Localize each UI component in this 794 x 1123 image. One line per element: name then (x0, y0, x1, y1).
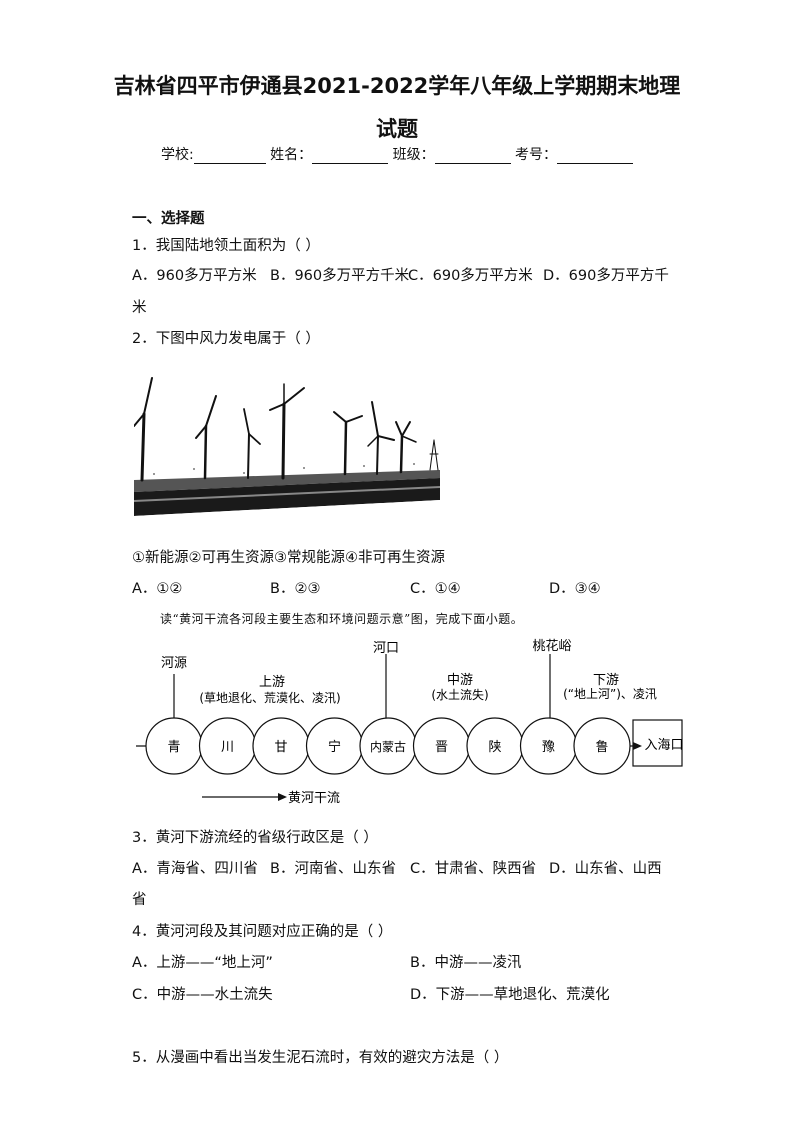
sea-arrow-head (633, 742, 642, 750)
province-label: 豫 (542, 740, 555, 755)
q2-option-b: B．②③ (270, 581, 321, 597)
province-label: 甘 (274, 740, 287, 755)
q4-option-a: A．上游——“地上河” (132, 955, 273, 971)
q3-option-d-wrap: 省 (132, 892, 147, 908)
province-circle (573, 717, 631, 775)
lower-reach-label: 下游 (593, 673, 619, 688)
class-blank[interactable] (434, 149, 511, 164)
name-label: 姓名： (270, 147, 313, 163)
exam-title-line1: 吉林省四平市伊通县2021-2022学年八年级上学期期末地理 (113, 74, 681, 98)
province-label: 陕 (488, 740, 501, 755)
q3-option-b: B．河南省、山东省 (270, 861, 396, 877)
q2-option-d: D．③④ (549, 581, 601, 597)
school-label: 学校: (160, 147, 194, 163)
class-label: 班级： (392, 147, 435, 163)
province-label: 宁 (328, 739, 341, 755)
q2-option-a: A．①② (132, 581, 183, 597)
q1-option-a: A．960多万平方米 (132, 268, 257, 284)
upper-reach-issues: (草地退化、荒漠化、凌汛) (199, 691, 340, 705)
legend-arrow-head (278, 793, 287, 801)
sea-label: 入海口 (644, 738, 683, 753)
province-label: 鲁 (595, 740, 608, 755)
province-label: 川 (221, 740, 234, 755)
q2-option-c: C．①④ (410, 581, 461, 597)
reading-note: 读“黄河干流各河段主要生态和环境问题示意”图，完成下面小题。 (160, 612, 524, 626)
province-label: 内蒙古 (370, 739, 406, 754)
upper-reach-label: 上游 (259, 675, 285, 690)
middle-reach-label: 中游 (447, 673, 473, 688)
school-blank[interactable] (193, 149, 266, 164)
wind-turbine-photo (134, 374, 440, 530)
exam-title-line2: 试题 (376, 117, 418, 141)
question-3-stem: 3．黄河下游流经的省级行政区是（ ） (132, 830, 378, 846)
q3-option-a: A．青海省、四川省 (132, 861, 258, 877)
q4-option-d: D．下游——草地退化、荒漠化 (410, 987, 610, 1003)
exam-number-label: 考号： (515, 147, 558, 163)
q3-option-c: C．甘肃省、陕西省 (410, 861, 537, 877)
q3-option-d: D．山东省、山西 (549, 861, 662, 877)
province-label: 晋 (435, 740, 448, 755)
section-heading: 一、选择题 (132, 211, 205, 227)
q1-option-d: D．690多万平方千 (543, 268, 669, 284)
lower-reach-issues: (“地上河”)、凌汛 (563, 687, 657, 701)
hekou-label: 河口 (373, 641, 399, 656)
middle-reach-issues: (水土流失) (431, 687, 488, 702)
source-label: 河源 (161, 656, 187, 671)
q4-option-b: B．中游——凌汛 (410, 955, 522, 971)
question-1-stem: 1．我国陆地领土面积为（ ） (132, 238, 320, 254)
question-4-stem: 4．黄河河段及其问题对应正确的是（ ） (132, 924, 393, 940)
q1-option-b: B．960多万平方千米 (270, 268, 410, 284)
exam-number-blank[interactable] (557, 149, 634, 164)
q1-option-c: C．690多万平方米 (408, 268, 533, 284)
question-2-stem: 2．下图中风力发电属于（ ） (132, 331, 320, 347)
province-label: 青 (167, 740, 180, 755)
yellow-river-diagram: 青 川 甘 宁 内蒙古 晋 陕 豫 鲁 河源 河口 桃花峪 上游 (草地退化、荒漠化、凌汛) 中… (136, 638, 684, 806)
question-5-stem: 5．从漫画中看出当发生泥石流时，有效的避灾方法是（ ） (132, 1050, 509, 1066)
legend-label: 黄河干流 (288, 791, 340, 806)
name-blank[interactable] (312, 149, 389, 164)
q2-choices-line: ①新能源②可再生资源③常规能源④非可再生资源 (132, 550, 445, 566)
q4-option-c: C．中游——水土流失 (132, 987, 273, 1003)
taohuayu-label: 桃花峪 (532, 638, 571, 654)
student-info-line: 学校: 姓名： 班级： 考号： (0, 144, 794, 164)
q1-option-d-wrap: 米 (132, 300, 147, 316)
